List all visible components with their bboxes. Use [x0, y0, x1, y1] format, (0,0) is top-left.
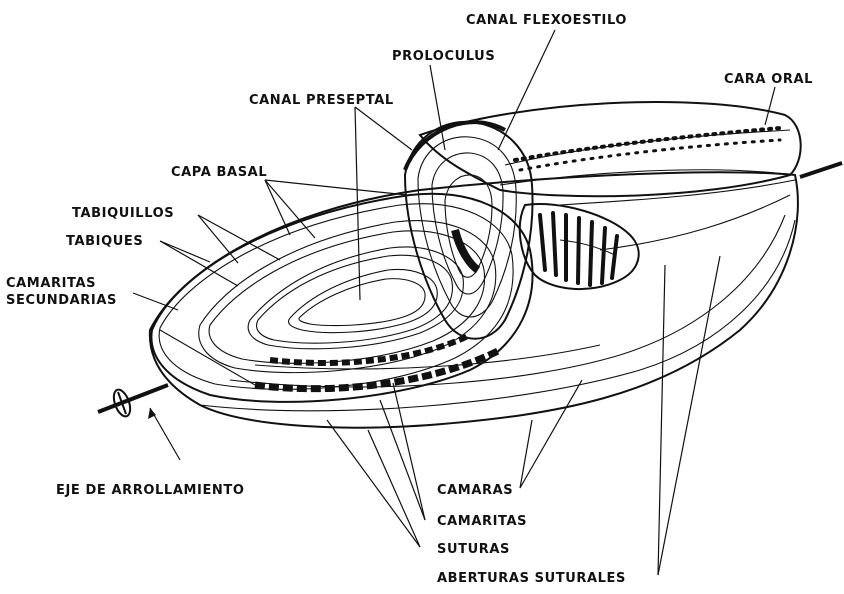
label-camaras: CAMARAS: [437, 483, 513, 498]
label-camaritas: CAMARITAS: [437, 514, 527, 529]
label-capa-basal: CAPA BASAL: [171, 165, 267, 180]
label-tabiques: TABIQUES: [66, 234, 143, 249]
apex-proloculus: [405, 122, 533, 339]
labels: CANAL FLEXOESTILO PROLOCULUS CARA ORAL C…: [6, 13, 813, 586]
label-eje-de-arrollamiento: EJE DE ARROLLAMIENTO: [56, 483, 245, 498]
label-camaritas-secundarias-line1: CAMARITAS: [6, 276, 96, 291]
label-cara-oral: CARA ORAL: [724, 72, 813, 87]
label-camaritas-secundarias-line2: SECUNDARIAS: [6, 293, 117, 308]
label-tabiquillos: TABIQUILLOS: [72, 206, 174, 221]
sectioned-whorls: [151, 194, 532, 402]
label-suturas: SUTURAS: [437, 542, 510, 557]
label-proloculus: PROLOCULUS: [392, 49, 495, 64]
label-canal-flexoestilo: CANAL FLEXOESTILO: [466, 13, 627, 28]
label-aberturas-suturales: ABERTURAS SUTURALES: [437, 571, 626, 586]
label-canal-preseptal: CANAL PRESEPTAL: [249, 93, 394, 108]
